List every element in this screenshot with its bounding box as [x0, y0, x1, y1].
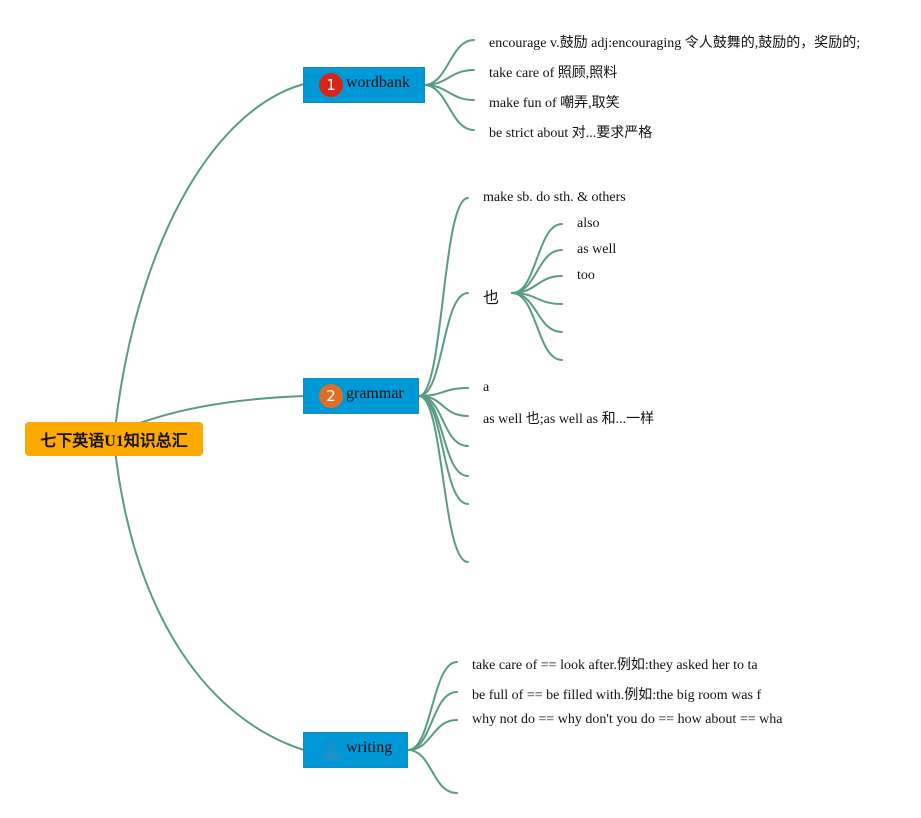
- branch-grammar-label: grammar: [346, 385, 404, 402]
- grammar-item-make[interactable]: make sb. do sth. & others: [483, 190, 626, 205]
- edge-writing-empty: [407, 749, 458, 794]
- branch-grammar[interactable]: 2 grammar: [303, 378, 419, 414]
- branch-wordbank-label: wordbank: [346, 74, 410, 91]
- edge-root-wordbank: [114, 83, 305, 431]
- ye-child-too[interactable]: too: [577, 268, 595, 283]
- edge-ye-empty-3: [511, 292, 563, 361]
- grammar-item-a[interactable]: a: [483, 380, 490, 395]
- wordbank-item-make-fun[interactable]: make fun of 嘲弄,取笑: [489, 96, 620, 111]
- edge-writing-3: [407, 719, 458, 751]
- writing-item-take-care[interactable]: take care of == look after.例如:they asked…: [472, 658, 758, 673]
- edge-grammar-ye: [418, 292, 469, 397]
- edge-writing-1: [407, 661, 458, 751]
- branch-writing[interactable]: writing: [303, 732, 408, 768]
- edge-wordbank-4: [423, 84, 475, 131]
- branch-wordbank[interactable]: 1 wordbank: [303, 67, 425, 103]
- grammar-item-ye[interactable]: 也: [483, 290, 500, 307]
- ye-child-as-well[interactable]: as well: [577, 242, 617, 257]
- grammar-item-as-well[interactable]: as well 也;as well as 和...一样: [483, 412, 655, 427]
- ye-child-also[interactable]: also: [577, 216, 600, 231]
- priority-1-icon: 1: [319, 73, 343, 97]
- root-label: 七下英语U1知识总汇: [40, 433, 188, 450]
- wordbank-item-encourage[interactable]: encourage v.鼓励 adj:encouraging 令人鼓舞的,鼓励的…: [489, 36, 861, 51]
- edge-grammar-make: [418, 197, 469, 397]
- wordbank-item-take-care[interactable]: take care of 照顾,照料: [489, 66, 618, 81]
- edge-ye-also: [511, 223, 563, 294]
- edge-grammar-empty-2: [418, 395, 469, 477]
- writing-item-why-not[interactable]: why not do == why don't you do == how ab…: [472, 712, 783, 727]
- root-node[interactable]: 七下英语U1知识总汇: [25, 422, 203, 456]
- edge-root-grammar: [139, 395, 305, 424]
- edge-group: [114, 39, 563, 794]
- wordbank-item-strict[interactable]: be strict about 对...要求严格: [489, 126, 653, 141]
- edge-grammar-empty-4: [418, 395, 469, 563]
- writing-item-be-full[interactable]: be full of == be filled with.例如:the big …: [472, 688, 762, 703]
- edge-root-writing: [114, 449, 305, 751]
- person-icon: [322, 742, 340, 761]
- priority-2-icon: 2: [319, 384, 343, 408]
- branch-writing-label: writing: [346, 739, 393, 756]
